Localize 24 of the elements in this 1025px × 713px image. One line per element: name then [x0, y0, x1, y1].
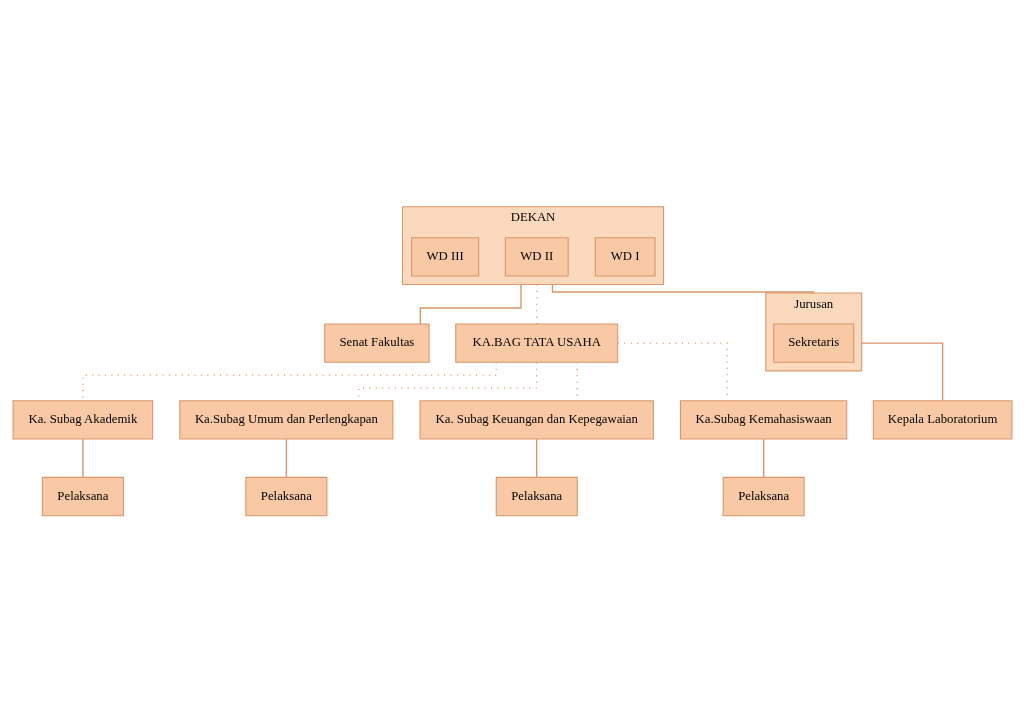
node-box: WD III: [411, 236, 480, 277]
connector: [285, 438, 288, 478]
node-box: KA.BAG TATA USAHA: [455, 322, 619, 363]
node-box: Ka.Subag Umum dan Perlengkapan: [179, 399, 394, 440]
connector: [419, 283, 522, 325]
node-box: Kepala Laboratorium: [872, 399, 1013, 440]
connector: [536, 283, 538, 325]
node-box: Ka. Subag Akademik: [12, 399, 154, 440]
node-box: Sekretaris: [773, 322, 855, 363]
connector: [860, 341, 944, 401]
node-box: Pelaksana: [495, 476, 578, 516]
connector: [82, 361, 497, 401]
node-box: Pelaksana: [41, 476, 124, 516]
node-box: Pelaksana: [722, 476, 805, 516]
connector: [762, 438, 765, 478]
node-box: Ka.Subag Kemahasiswaan: [680, 399, 848, 440]
node-box: Pelaksana: [245, 476, 328, 516]
node-box: Ka. Subag Keuangan dan Kepegawaian: [419, 399, 654, 440]
connector: [551, 283, 815, 294]
connector: [536, 438, 538, 478]
node-box: Senat Fakultas: [324, 322, 430, 363]
node-box: WD I: [594, 236, 656, 277]
connector: [82, 438, 84, 478]
node-box: WD II: [504, 236, 569, 277]
